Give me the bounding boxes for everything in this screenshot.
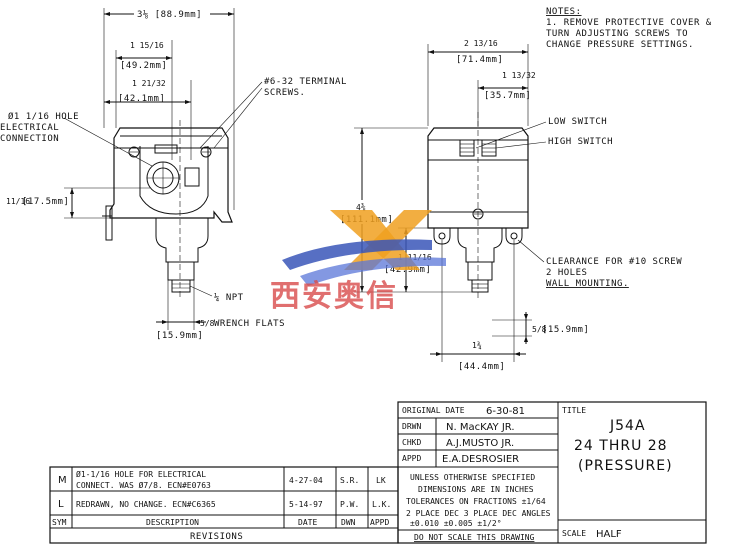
dim-b-mm: [42.1mm] [118,94,165,104]
rev-l-sym: L [58,499,64,510]
terminal-label-1: #6-32 TERMINAL [264,77,347,87]
title-block: ORIGINAL DATE 6-30-81 DRWN N. MacKAY JR.… [397,401,707,544]
rev-l-dwn: P.W. [340,500,359,509]
no-scale-note: DO NOT SCALE THIS DRAWING [414,533,535,542]
half-width-mm: [35.7mm] [484,91,531,101]
spacing-frac: 1¾ [472,341,482,350]
height-dim-mm: [17.5mm] [22,197,69,207]
tolerance-line-2: DIMENSIONS ARE IN INCHES [418,485,534,494]
dim-b-frac: 1 21/32 [132,79,166,88]
notes-block: NOTES: 1. REMOVE PROTECTIVE COVER & TURN… [546,7,712,50]
half-width-frac: 1 13/32 [502,71,536,80]
rev-m-appd: LK [376,476,386,485]
rev-l-desc-1: REDRAWN, NO CHANGE. ECN#C6365 [76,500,216,509]
notes-line-1: 1. REMOVE PROTECTIVE COVER & [546,18,712,28]
rev-l-date: 5-14-97 [289,500,323,509]
height-frac: 4⅜ [356,203,366,212]
switch-body-left [102,127,233,293]
hole-label-1: Ø1 1/16 HOLE [8,111,79,122]
rev-header-appd: APPD [370,518,389,527]
rev-m-sym: M [58,475,67,486]
tolerance-line-5: ±0.010 ±0.005 ±1/2° [410,519,502,528]
npt-label: ¼ NPT [214,293,244,303]
spacing-mm: [44.4mm] [458,362,505,372]
title-label: TITLE [562,406,586,415]
hole-label-2: ELECTRICAL [0,123,59,133]
height-dim-frac: 11/16 [6,197,30,206]
scale-value: HALF [596,529,622,540]
drwn: N. MacKAY JR. [446,422,515,433]
notes-line-2: TURN ADJUSTING SCREWS TO [546,29,688,39]
flat-frac-right: 5/8 [532,325,547,334]
chkd: A.J.MUSTO JR. [446,438,514,449]
rev-m-dwn: S.R. [340,476,359,485]
rev-m-desc-2: CONNECT. WAS Ø7/8. ECN#E0763 [76,480,211,490]
rev-m-desc-1: Ø1-1/16 HOLE FOR ELECTRICAL [76,469,206,479]
high-switch-label: HIGH SWITCH [548,137,613,147]
left-view: 3⅛ [88.9mm] 1 15/16 [49.2mm] 1 21/32 [42… [0,6,347,341]
width-mm: [71.4mm] [456,55,503,65]
tolerance-line-4: 2 PLACE DEC 3 PLACE DEC ANGLES [406,509,551,518]
notes-heading: NOTES: [546,7,582,17]
rev-m-date: 4-27-04 [289,476,323,485]
appd-label: APPD [402,454,421,463]
notes-line-3: CHANGE PRESSURE SETTINGS. [546,40,694,50]
revisions-table: M Ø1-1/16 HOLE FOR ELECTRICAL CONNECT. W… [49,466,399,544]
terminal-label-2: SCREWS. [264,88,305,98]
flats-mm: [15.9mm] [156,331,203,341]
clearance-label-2: 2 HOLES [546,268,587,278]
rev-header-sym: SYM [52,518,67,527]
appd: E.A.DESROSIER [442,454,519,465]
rev-l-appd: L.K. [372,500,391,509]
low-switch-label: LOW SWITCH [548,117,607,127]
chkd-label: CHKD [402,438,421,447]
flats-frac: 5/8 [200,319,215,328]
title-line-1: J54A [609,418,646,434]
watermark-text: 西安奥信 [270,279,398,314]
watermark-logo: 西安奥信 [270,210,446,314]
revisions-title: REVISIONS [190,532,243,542]
right-view: 2 13/16 [71.4mm] 1 13/32 [35.7mm] [338,39,682,372]
overall-width-dim: 3⅛ [88.9mm] [137,10,202,20]
clearance-label-1: CLEARANCE FOR #10 SCREW [546,257,682,267]
rev-header-dwn: DWN [341,518,356,527]
original-date-label: ORIGINAL DATE [402,406,465,415]
tolerance-line-3: TOLERANCES ON FRACTIONS ±1/64 [406,497,546,506]
original-date: 6-30-81 [486,406,525,417]
dim-a-mm: [49.2mm] [120,61,167,71]
width-frac: 2 13/16 [464,39,498,48]
hole-label-3: CONNECTION [0,134,59,144]
drwn-label: DRWN [402,422,421,431]
tolerance-line-1: UNLESS OTHERWISE SPECIFIED [410,473,535,482]
scale-label: SCALE [562,529,586,538]
title-line-3: (PRESSURE) [578,458,673,474]
flat-mm-right: [15.9mm] [542,325,589,335]
title-line-2: 24 THRU 28 [574,438,668,454]
dim-a-frac: 1 15/16 [130,41,164,50]
rev-header-date: DATE [298,518,317,527]
clearance-label-3: WALL MOUNTING. [546,279,629,289]
flats-label: WRENCH FLATS [214,319,285,329]
rev-header-desc: DESCRIPTION [146,518,199,527]
